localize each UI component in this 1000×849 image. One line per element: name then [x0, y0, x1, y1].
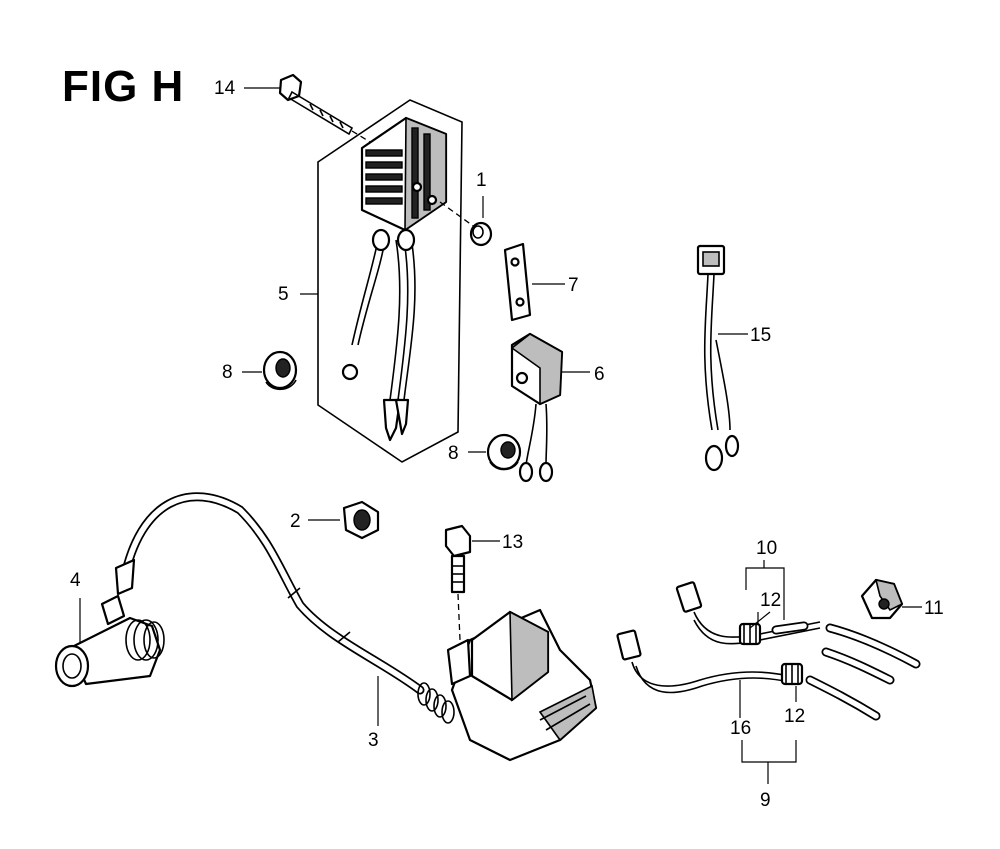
callout-4: 4	[70, 570, 81, 591]
figure-title: FIG H	[62, 62, 185, 111]
callout-5: 5	[278, 284, 289, 305]
part-8-grommet-upper	[242, 350, 298, 391]
callout-13: 13	[502, 532, 523, 553]
callout-labels: 14 1 5 7 15 8 6 8 2 13 10 4 12 11 12 16 …	[70, 78, 944, 811]
part-5-regulator-assembly	[300, 99, 463, 463]
callout-10: 10	[756, 538, 777, 559]
callout-14: 14	[214, 78, 236, 99]
part-3-ignition-coil	[119, 492, 598, 762]
part-4-plug-cap	[54, 558, 165, 688]
part-1-collar	[439, 196, 493, 247]
callout-7: 7	[568, 275, 579, 296]
part-6-module	[510, 332, 590, 483]
part-15-sub-harness	[696, 244, 748, 472]
callout-16: 16	[730, 718, 751, 739]
part-8-grommet-lower	[468, 433, 522, 471]
callout-8-upper: 8	[222, 362, 233, 383]
callout-9: 9	[760, 790, 771, 811]
callout-1: 1	[476, 170, 487, 191]
part-7-plate	[503, 242, 565, 322]
callout-3: 3	[368, 730, 379, 751]
callout-6: 6	[594, 364, 605, 385]
callout-8-lower: 8	[448, 443, 459, 464]
parts-9-10-wire-harness	[616, 560, 921, 784]
callout-12-upper: 12	[760, 590, 781, 611]
callout-12-lower: 12	[784, 706, 805, 727]
callout-2: 2	[290, 511, 301, 532]
callout-15: 15	[750, 325, 771, 346]
callout-11: 11	[924, 598, 944, 619]
part-14-bolt	[244, 73, 381, 149]
part-13-bolt	[444, 524, 500, 641]
part-11-switch	[860, 578, 922, 620]
part-2-grommet	[308, 500, 380, 540]
